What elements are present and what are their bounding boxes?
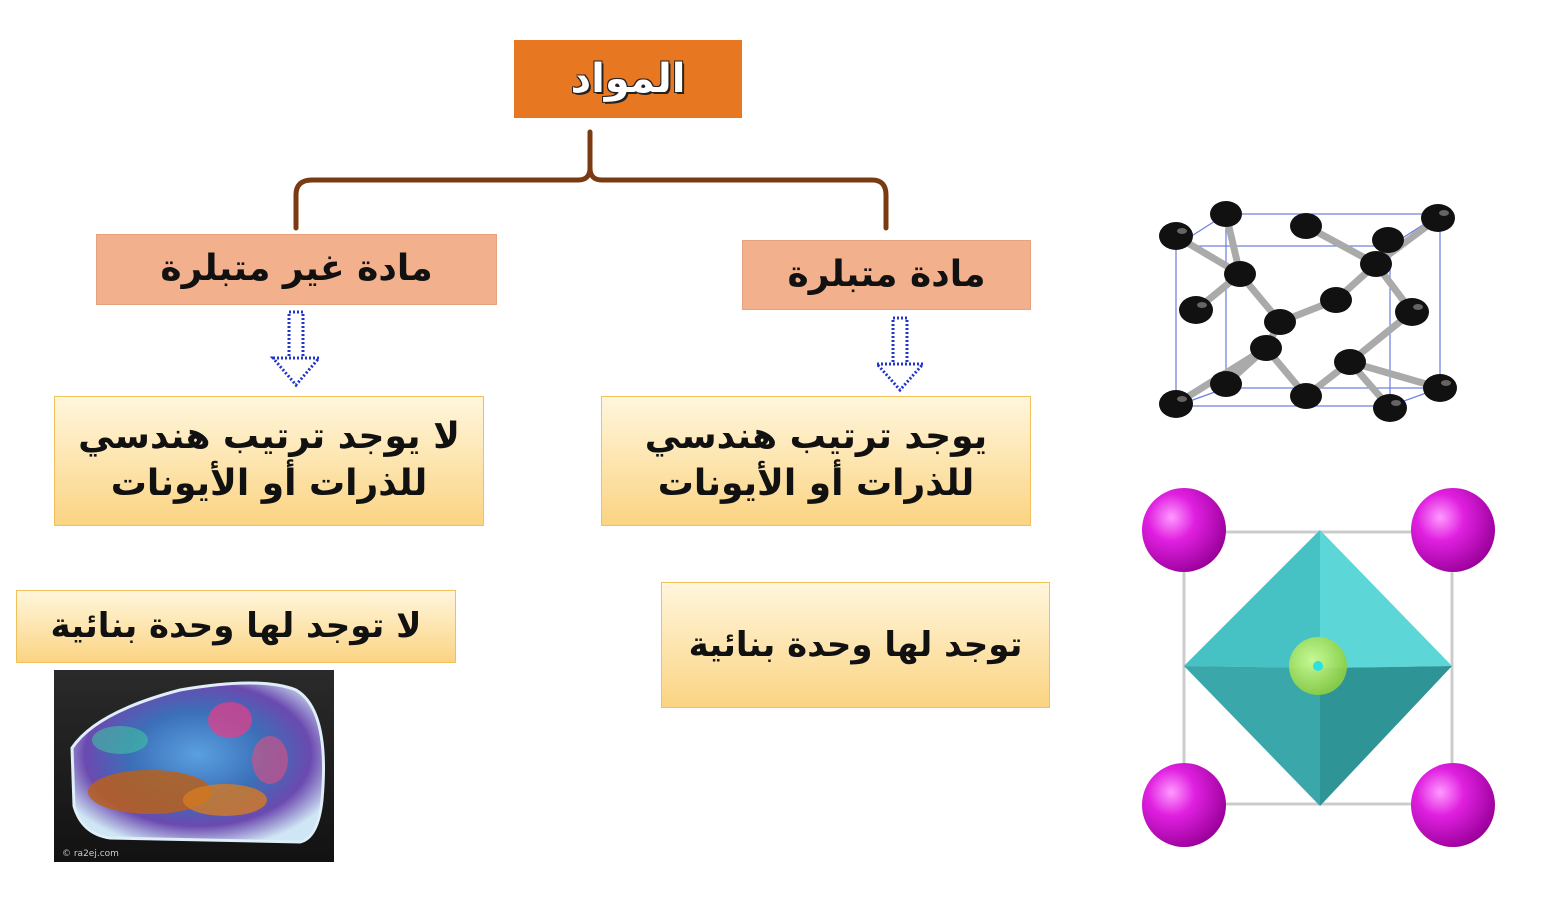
down-arrow-left-icon	[269, 310, 323, 388]
opal-photo	[54, 670, 334, 862]
description-crystalline: يوجد ترتيب هندسي للذرات أو الأيونات	[601, 396, 1031, 526]
category-non-crystalline: مادة غير متبلرة	[96, 234, 497, 305]
diamond-lattice-model	[1159, 201, 1457, 422]
diagram-title: المواد	[514, 40, 742, 118]
down-arrow-right-icon	[873, 316, 927, 393]
unit-cell-crystalline: توجد لها وحدة بنائية	[661, 582, 1050, 708]
description-non-crystalline: لا يوجد ترتيب هندسي للذرات أو الأيونات	[54, 396, 484, 526]
image-credit: © ra2ej.com	[62, 849, 119, 859]
bracket-connector	[293, 129, 889, 231]
unit-cell-non-crystalline: لا توجد لها وحدة بنائية	[16, 590, 456, 663]
octahedral-unit-cell-model	[1142, 488, 1495, 847]
category-crystalline: مادة متبلرة	[742, 240, 1031, 310]
